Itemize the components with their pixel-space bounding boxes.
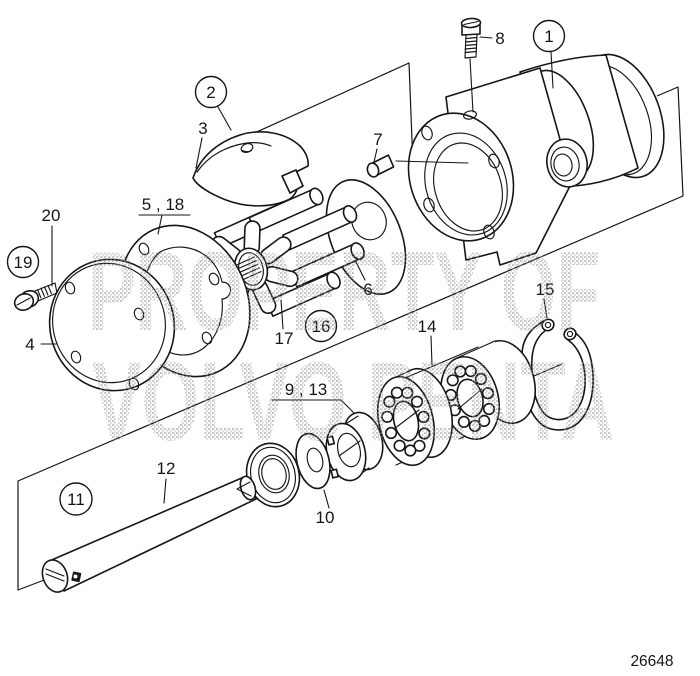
callout-19: 19 (6, 245, 40, 279)
cover-screw-holes (64, 281, 145, 391)
callout-15: 15 (536, 280, 555, 319)
callout-8: 8 (479, 29, 505, 48)
svg-text:19: 19 (14, 253, 33, 272)
rollers (381, 386, 431, 457)
watermark-line-1: PROPERTY OF (88, 229, 600, 354)
callout-2: 2 (194, 75, 232, 131)
svg-text:20: 20 (42, 206, 61, 225)
callouts: 1 2 3 4 5 , 18 6 7 (6, 19, 566, 527)
callout-20: 20 (42, 206, 61, 287)
callout-9-13: 9 , 13 (271, 380, 355, 414)
mounting-screw (460, 17, 482, 113)
bearing-outer (440, 339, 536, 441)
svg-text:10: 10 (316, 508, 335, 527)
sleeve-ring (325, 411, 384, 484)
svg-text:2: 2 (206, 83, 215, 102)
end-cover (48, 258, 176, 392)
svg-text:6: 6 (363, 280, 372, 299)
washer (295, 432, 331, 490)
svg-text:12: 12 (157, 459, 176, 478)
callout-14: 14 (404, 317, 479, 379)
callout-16: 16 (304, 309, 338, 343)
svg-text:3: 3 (198, 119, 207, 138)
spline-hatch (233, 256, 262, 282)
cam (192, 131, 309, 207)
svg-text:11: 11 (67, 490, 85, 509)
callout-12: 12 (157, 459, 176, 504)
svg-text:7: 7 (373, 130, 382, 149)
callout-4: 4 (25, 335, 57, 354)
callout-7: 7 (373, 130, 383, 163)
drawing-number: 26648 (630, 653, 673, 670)
callout-17: 17 (275, 299, 294, 348)
seal (245, 442, 301, 508)
svg-text:15: 15 (536, 280, 555, 299)
shaft (41, 475, 257, 593)
callout-1: 1 (532, 19, 566, 89)
shaft-keyway-notch (236, 481, 252, 497)
svg-text:16: 16 (312, 317, 331, 336)
shaft-slot (45, 568, 65, 582)
svg-text:4: 4 (25, 335, 34, 354)
cover-screw (13, 282, 58, 311)
pin-assembly-line (395, 160, 469, 164)
callout-3: 3 (195, 119, 208, 169)
callout-5-18: 5 , 18 (138, 195, 191, 235)
pin (366, 154, 395, 178)
pump-housing (407, 53, 665, 266)
bearing-inner (377, 367, 453, 467)
svg-text:5 , 18: 5 , 18 (142, 195, 185, 214)
impeller (203, 187, 365, 317)
callout-10: 10 (316, 489, 335, 527)
svg-text:1: 1 (544, 27, 553, 46)
watermark-line-2: VOLVO PENTA (92, 339, 614, 464)
callout-11: 11 (59, 482, 93, 516)
watermark: PROPERTY OF VOLVO PENTA (88, 229, 614, 464)
svg-text:8: 8 (495, 29, 504, 48)
svg-text:17: 17 (275, 329, 294, 348)
callout-6: 6 (355, 261, 373, 299)
svg-text:14: 14 (418, 317, 437, 336)
flange-bolt-holes (421, 125, 500, 240)
svg-text:9 , 13: 9 , 13 (285, 380, 328, 399)
